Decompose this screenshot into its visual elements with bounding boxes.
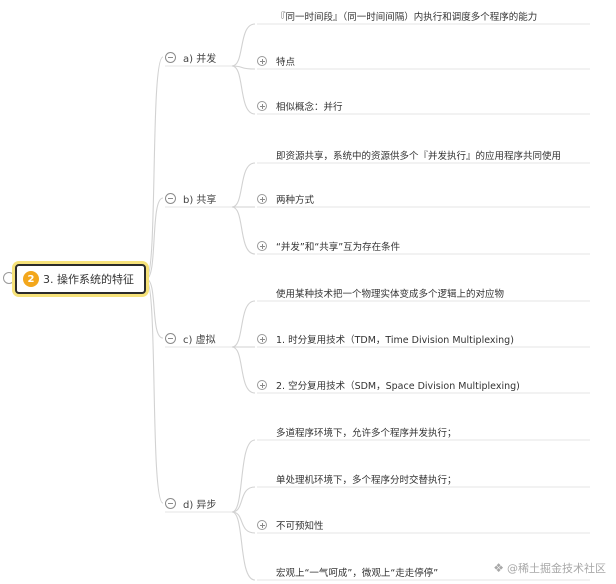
connector-curve [231,206,256,255]
connector-curve [145,278,164,339]
topic-b-2[interactable]: 两种方式 [257,192,314,206]
connector-curve [231,65,256,115]
expand-plus-icon[interactable] [257,56,267,66]
connector-curve [231,346,256,394]
branch-label: c) 虚拟 [183,335,216,346]
topic-b-3[interactable]: “并发”和“共享”互为存在条件 [257,239,400,253]
connector-curve [231,511,256,534]
topic-c-2[interactable]: 1. 时分复用技术（TDM，Time Division Multiplexing… [257,332,514,346]
topic-text: 相似概念：并行 [276,102,343,113]
branch-c[interactable]: c) 虚拟 [165,331,216,346]
branch-b[interactable]: b) 共享 [165,191,216,206]
expand-plus-icon[interactable] [257,101,267,111]
collapse-toggle-icon[interactable] [165,333,176,344]
topic-text: 不可预知性 [276,521,324,532]
collapse-toggle-icon[interactable] [165,52,176,63]
topic-b-1[interactable]: 即资源共享，系统中的资源供多个『并发执行』的应用程序共同使用 [276,148,561,162]
topic-c-1[interactable]: 使用某种技术把一个物理实体变成多个逻辑上的对应物 [276,286,504,300]
root-label: 3. 操作系统的特征 [43,273,134,286]
collapse-toggle-icon[interactable] [165,193,176,204]
connector-curve [231,300,256,348]
expand-plus-icon[interactable] [257,334,267,344]
collapse-toggle-icon[interactable] [165,498,176,509]
topic-d-3[interactable]: 不可预知性 [257,518,324,532]
connector-curve [231,511,256,581]
topic-text: 两种方式 [276,195,315,206]
topic-c-3[interactable]: 2. 空分复用技术（SDM，Space Division Multiplexin… [257,378,520,392]
topic-a-1[interactable]: 『同一时间段』（同一时间间隔）内执行和调度多个程序的能力 [276,9,537,23]
connector-curve [145,56,164,280]
expand-plus-icon[interactable] [257,520,267,530]
connector-curve [231,486,256,513]
watermark: ❖ @稀土掘金技术社区 [493,560,606,576]
topic-a-2[interactable]: 特点 [257,54,295,68]
topic-text: 单处理机环境下，多个程序分时交替执行； [276,475,457,486]
topic-text: 2. 空分复用技术（SDM，Space Division Multiplexin… [276,381,520,392]
root-badge: 2 [23,271,39,287]
connector-curve [231,23,256,67]
topic-a-3[interactable]: 相似概念：并行 [257,99,343,113]
root-collapse-handle[interactable] [3,272,15,284]
expand-plus-icon[interactable] [257,380,267,390]
topic-text: 特点 [276,57,296,68]
topic-d-2[interactable]: 单处理机环境下，多个程序分时交替执行； [276,472,457,486]
connector-curve [145,278,164,504]
topic-text: 宏观上“一气呵成”，微观上“走走停停” [276,568,439,579]
expand-plus-icon[interactable] [257,194,267,204]
connector-curve [231,439,256,513]
root-topic[interactable]: 2 3. 操作系统的特征 [15,264,146,294]
topic-text: 1. 时分复用技术（TDM，Time Division Multiplexing… [276,335,514,346]
branch-label: d) 异步 [183,500,217,511]
connector-curve [145,197,164,280]
watermark-text: @稀土掘金技术社区 [507,562,606,575]
topic-text: “并发”和“共享”互为存在条件 [276,242,401,253]
topic-d-4[interactable]: 宏观上“一气呵成”，微观上“走走停停” [276,565,438,579]
topic-text: 即资源共享，系统中的资源供多个『并发执行』的应用程序共同使用 [276,151,562,162]
expand-plus-icon[interactable] [257,241,267,251]
connector-curve [231,162,256,208]
branch-label: b) 共享 [183,195,217,206]
connector-curve [231,65,256,70]
rare-earth-logo-icon: ❖ [493,561,504,575]
branch-d[interactable]: d) 异步 [165,496,216,511]
topic-text: 使用某种技术把一个物理实体变成多个逻辑上的对应物 [276,289,505,300]
topic-d-1[interactable]: 多道程序环境下，允许多个程序并发执行； [276,425,457,439]
topic-text: 多道程序环境下，允许多个程序并发执行； [276,428,457,439]
topic-text: 『同一时间段』（同一时间间隔）内执行和调度多个程序的能力 [276,12,538,23]
branch-a[interactable]: a) 并发 [165,50,216,65]
branch-label: a) 并发 [183,54,217,65]
